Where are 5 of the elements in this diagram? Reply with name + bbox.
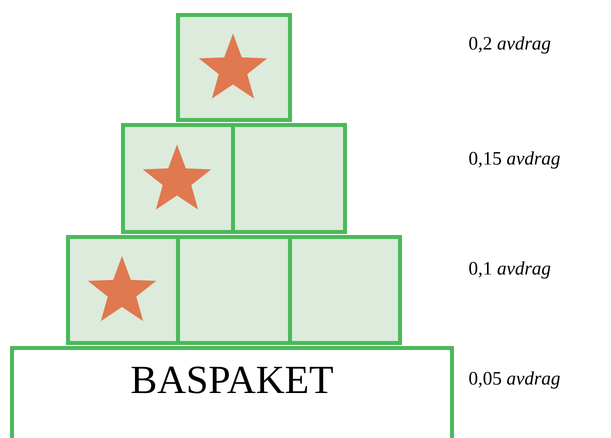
label-box [10, 346, 454, 438]
deduction-label: 0,2 avdrag [469, 36, 550, 54]
deduction-label: 0,15 avdrag [469, 151, 560, 169]
box-title: BASPAKET [132, 366, 333, 394]
deduction-label: 0,1 avdrag [469, 261, 550, 279]
